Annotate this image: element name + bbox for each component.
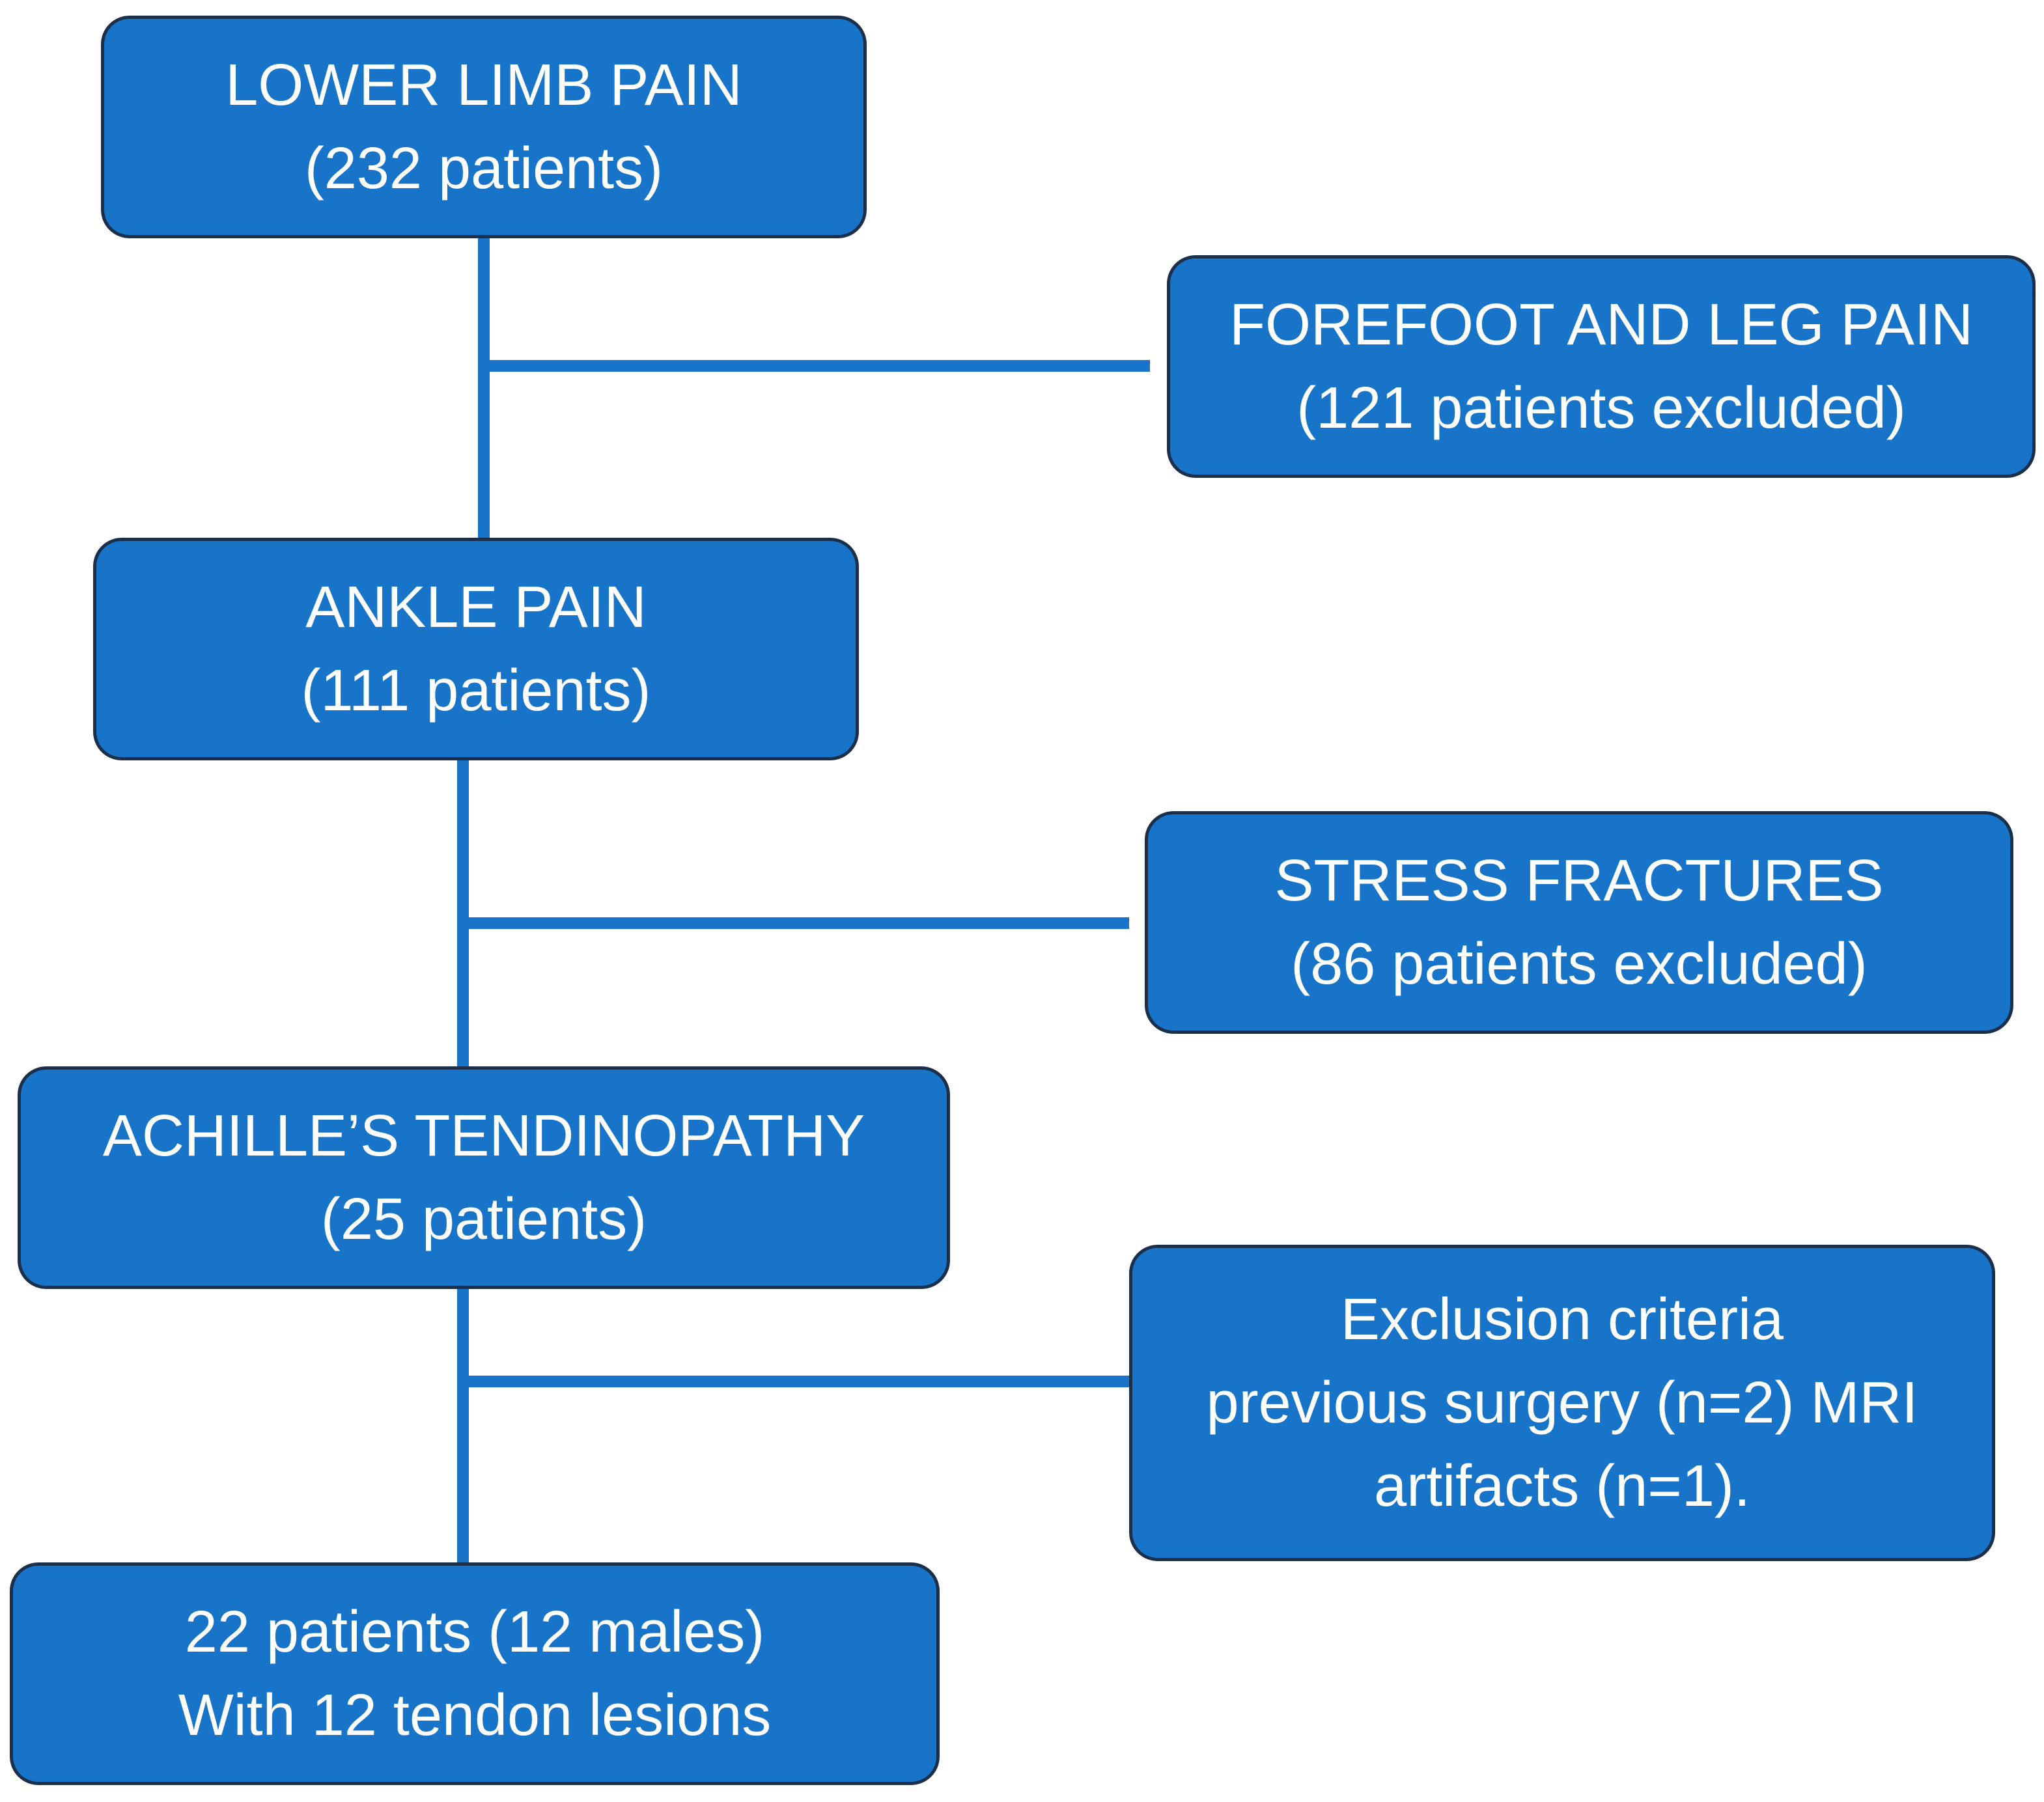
node-ankle-pain: ANKLE PAIN (111 patients) — [93, 538, 859, 760]
node-exclusion-criteria: Exclusion criteria previous surgery (n=2… — [1129, 1245, 1995, 1561]
node-title: 22 patients (12 males) — [184, 1600, 765, 1665]
node-lower-limb-pain: LOWER LIMB PAIN (232 patients) — [101, 16, 867, 238]
node-detail: previous surgery (n=2) MRI — [1206, 1370, 1918, 1435]
node-count: (86 patients excluded) — [1291, 932, 1868, 997]
node-title: ACHILLE’S TENDINOPATHY — [102, 1103, 865, 1169]
node-final-cohort: 22 patients (12 males) With 12 tendon le… — [10, 1562, 940, 1785]
node-title: LOWER LIMB PAIN — [225, 53, 742, 118]
node-title: Exclusion criteria — [1340, 1287, 1784, 1352]
node-count: (111 patients) — [301, 658, 651, 723]
node-detail: With 12 tendon lesions — [178, 1683, 772, 1748]
node-title: STRESS FRACTURES — [1274, 848, 1884, 913]
node-count: (232 patients) — [304, 136, 664, 201]
node-title: ANKLE PAIN — [305, 575, 647, 640]
node-title: FOREFOOT AND LEG PAIN — [1229, 292, 1973, 357]
node-achilles-tendinopathy: ACHILLE’S TENDINOPATHY (25 patients) — [18, 1066, 950, 1289]
node-stress-fractures: STRESS FRACTURES (86 patients excluded) — [1145, 811, 2013, 1034]
node-forefoot-and-leg-pain: FOREFOOT AND LEG PAIN (121 patients excl… — [1167, 255, 2036, 478]
node-detail: artifacts (n=1). — [1374, 1454, 1750, 1519]
node-count: (25 patients) — [320, 1187, 647, 1252]
node-count: (121 patients excluded) — [1296, 376, 1906, 441]
